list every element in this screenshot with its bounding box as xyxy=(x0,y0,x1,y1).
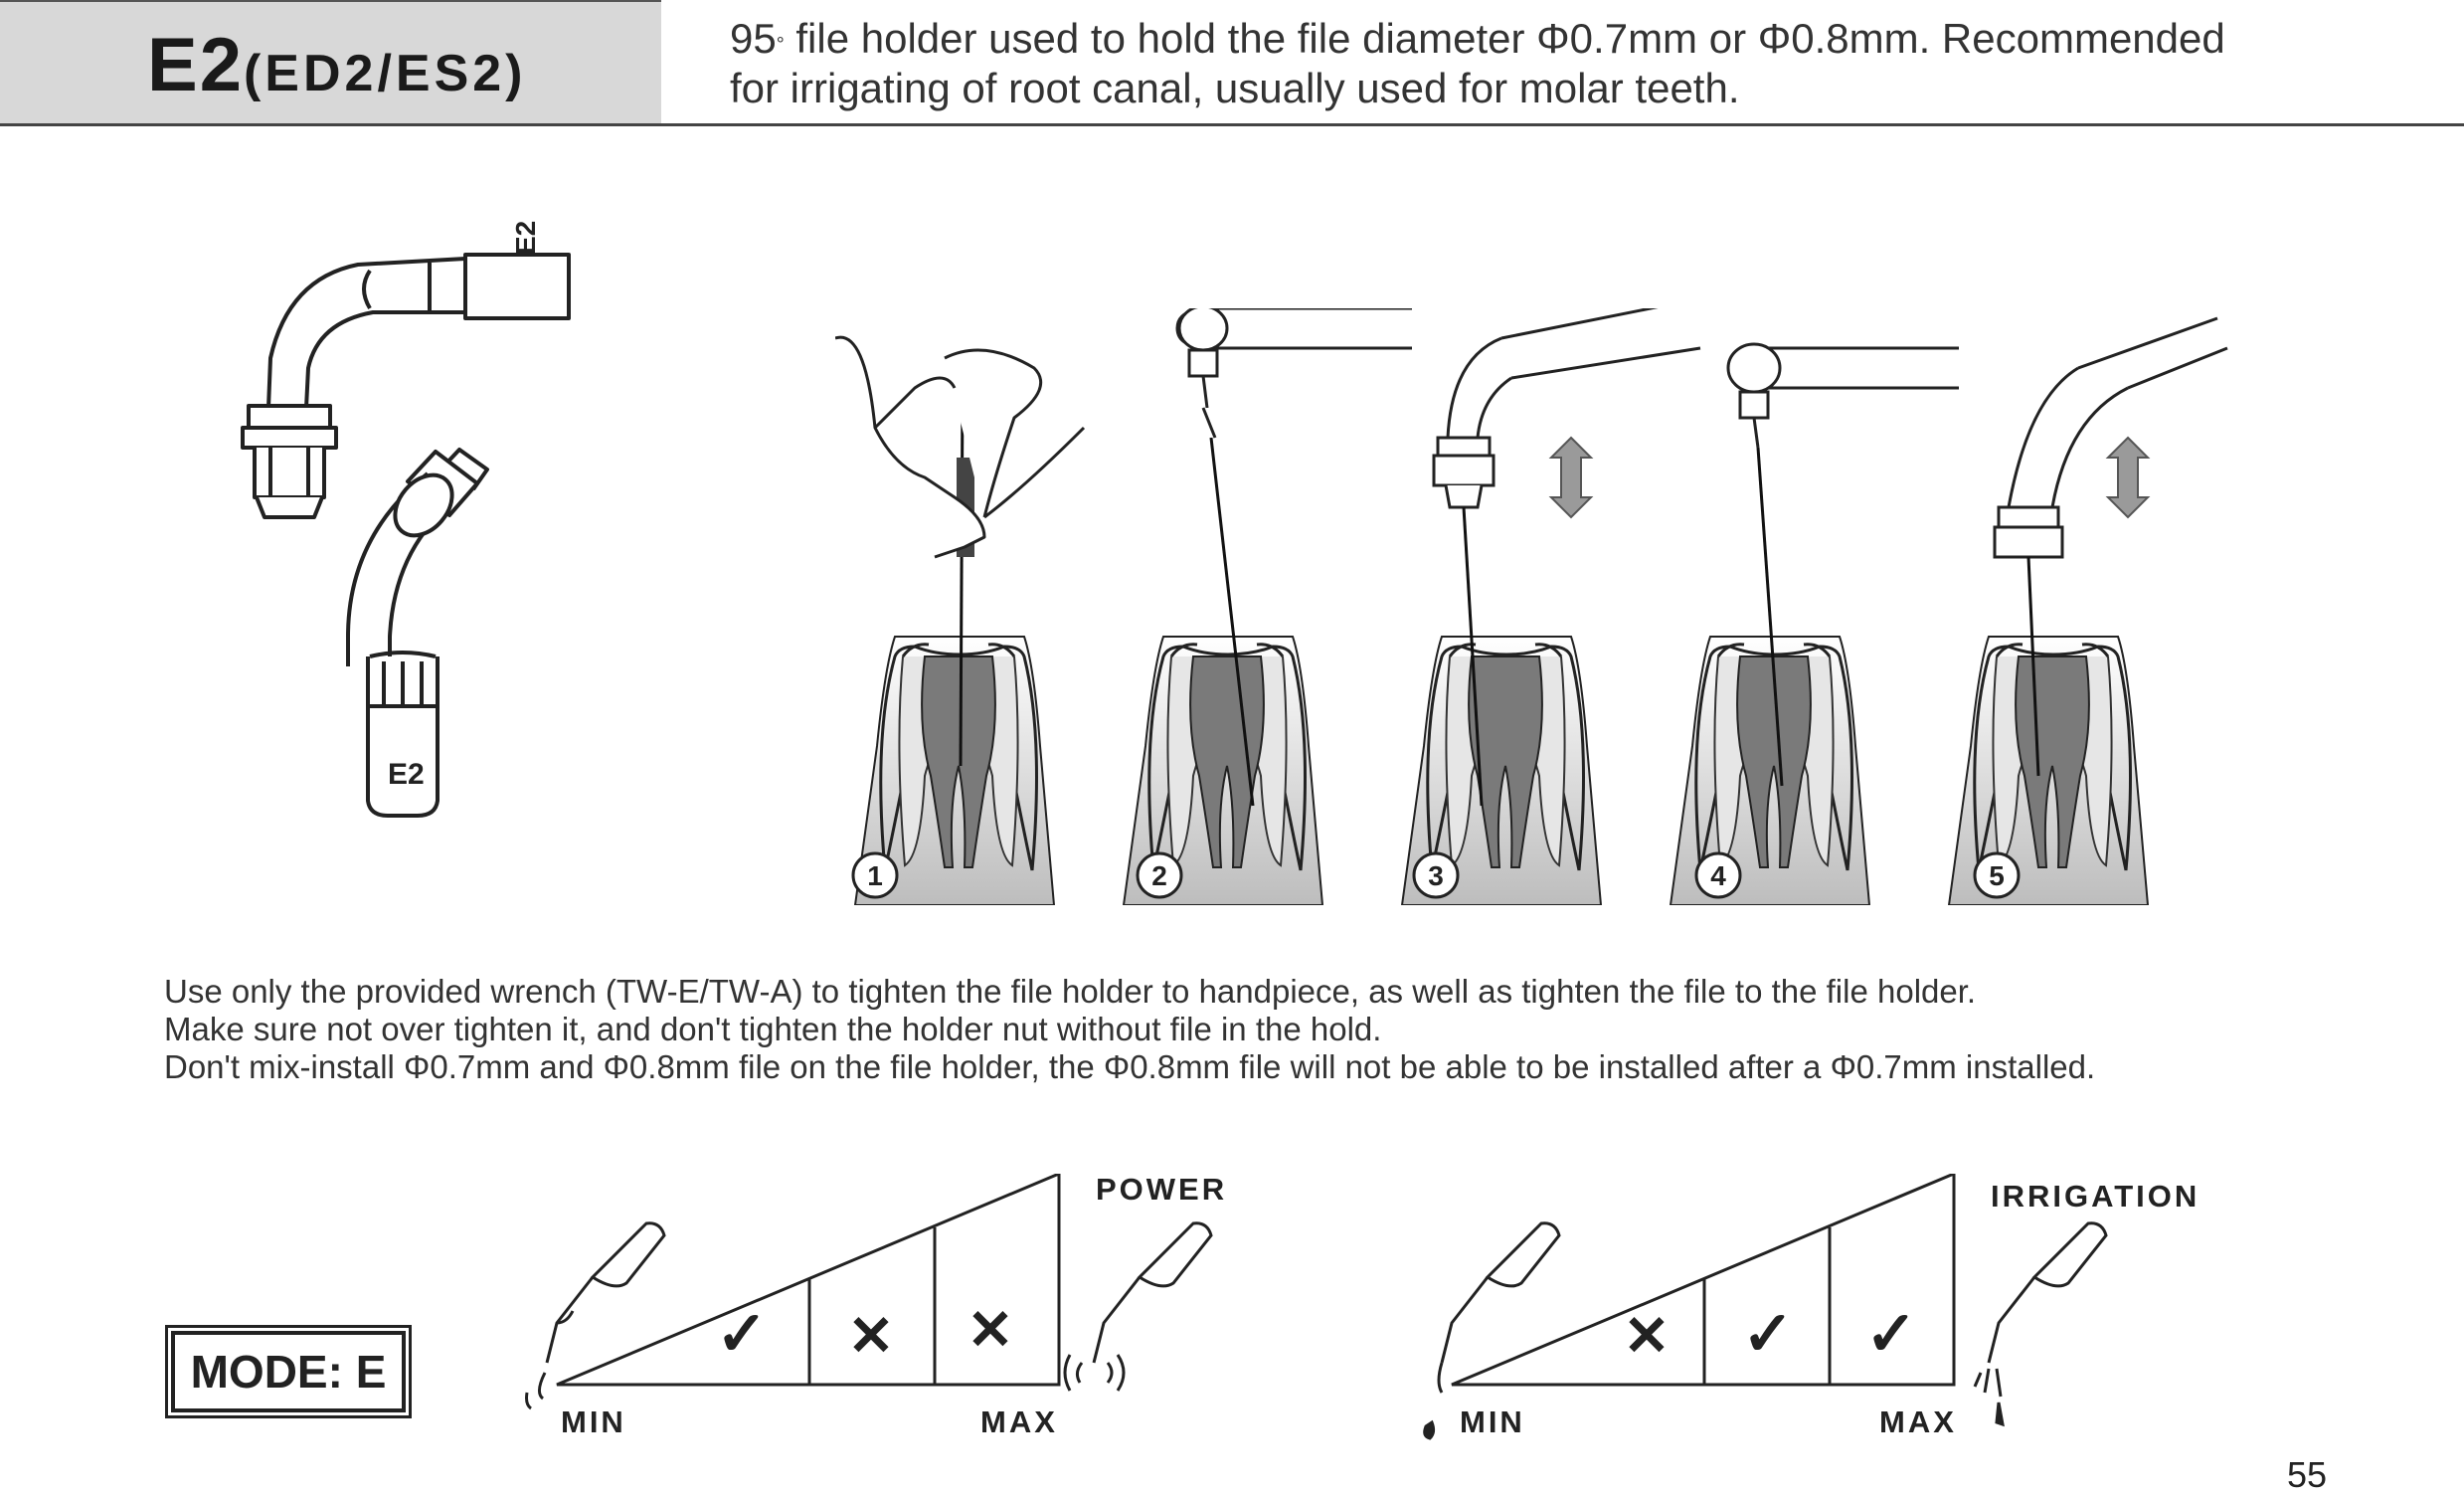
tip-label-bottom: E2 xyxy=(388,758,425,791)
irrigation-max-label: MAX xyxy=(1879,1404,1957,1439)
handpiece-max-water-icon xyxy=(1973,1221,2108,1427)
header-description: 95° file holder used to hold the file di… xyxy=(730,14,2400,113)
handpiece-max-icon xyxy=(1063,1221,1213,1392)
handpiece-min-water-icon xyxy=(1423,1221,1561,1440)
power-min-label: MIN xyxy=(561,1404,626,1439)
page-number: 55 xyxy=(2287,1454,2328,1495)
page-title: E2(ED2/ES2) xyxy=(147,22,527,108)
handpiece-min-icon xyxy=(525,1221,666,1410)
model-variants: (ED2/ES2) xyxy=(243,45,527,102)
irrigation-level-1-icon: ✕ xyxy=(1624,1304,1671,1367)
power-max-label: MAX xyxy=(980,1404,1058,1439)
header-title-box xyxy=(0,0,661,125)
step-3-illustration xyxy=(1400,308,1701,905)
step-5-illustration xyxy=(1947,316,2228,905)
description-line-2: for irrigating of root canal, usually us… xyxy=(730,65,1740,111)
step-badge-5: 5 xyxy=(1973,851,2021,899)
power-levels: ✓ ✕ ✕ xyxy=(716,1298,1014,1369)
svg-text:5: 5 xyxy=(1989,860,2005,891)
svg-text:3: 3 xyxy=(1428,860,1444,891)
description-line-1: file holder used to hold the file diamet… xyxy=(795,15,2225,62)
step-2-illustration xyxy=(1122,308,1412,905)
step-4-illustration xyxy=(1669,342,1959,905)
power-scale xyxy=(525,1174,1213,1410)
header-divider xyxy=(0,123,2464,126)
note-line-1: Use only the provided wrench (TW-E/TW-A)… xyxy=(164,973,1977,1010)
irrigation-scale xyxy=(1423,1174,2108,1440)
tip-e2-bottom xyxy=(346,448,489,818)
svg-text:2: 2 xyxy=(1151,860,1167,891)
step-badge-2: 2 xyxy=(1136,851,1183,899)
irrigation-level-3-icon: ✓ xyxy=(1865,1300,1917,1369)
degree-symbol: ° xyxy=(776,34,785,56)
tip-e2-top xyxy=(241,253,571,519)
step-badge-4: 4 xyxy=(1694,851,1742,899)
svg-text:4: 4 xyxy=(1710,860,1726,891)
svg-text:1: 1 xyxy=(867,860,883,891)
model-name: E2 xyxy=(147,23,244,107)
note-line-2: Make sure not over tighten it, and don't… xyxy=(164,1011,1382,1047)
power-level-2-icon: ✕ xyxy=(848,1304,895,1367)
power-level-1-icon: ✓ xyxy=(716,1300,768,1369)
angle-value: 95 xyxy=(730,15,777,62)
step-1-illustration xyxy=(835,335,1086,905)
irrigation-title: IRRIGATION xyxy=(1991,1179,2200,1214)
tip-label-top: E2 xyxy=(510,220,541,255)
note-line-3: Don't mix-install Φ0.7mm and Φ0.8mm file… xyxy=(164,1048,2096,1085)
step-badges: 1 2 3 4 5 xyxy=(851,851,2021,899)
power-level-3-icon: ✕ xyxy=(968,1298,1014,1361)
power-title: POWER xyxy=(1096,1172,1228,1207)
step-badge-1: 1 xyxy=(851,851,899,899)
mode-label: MODE: E xyxy=(171,1331,406,1412)
step-illustrations xyxy=(835,308,2228,905)
irrigation-level-2-icon: ✓ xyxy=(1742,1300,1794,1369)
irrigation-min-label: MIN xyxy=(1460,1404,1525,1439)
usage-notes: Use only the provided wrench (TW-E/TW-A)… xyxy=(164,973,2431,1086)
step-badge-3: 3 xyxy=(1412,851,1460,899)
tip-illustrations xyxy=(241,253,571,818)
irrigation-levels: ✕ ✓ ✓ xyxy=(1624,1300,1917,1369)
